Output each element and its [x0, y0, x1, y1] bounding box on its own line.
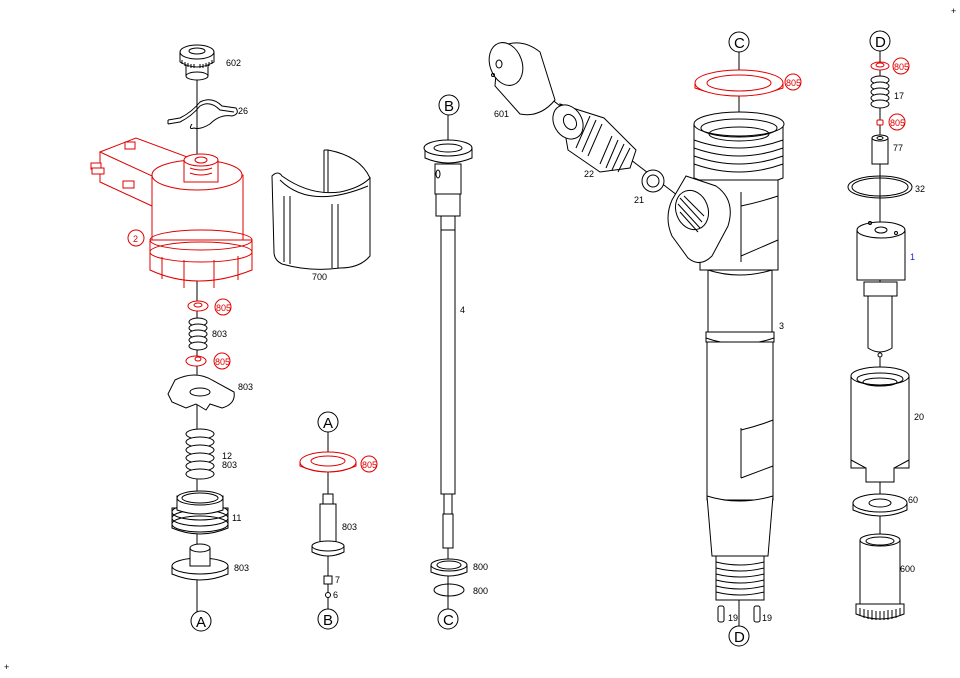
- reference-marker-a-top[interactable]: A: [317, 411, 339, 433]
- svg-text:805: 805: [362, 460, 377, 470]
- label-803[interactable]: 803: [222, 460, 237, 470]
- part-800-ring-lower[interactable]: [433, 583, 465, 597]
- label-700[interactable]: 700: [312, 272, 327, 282]
- label-805-callout[interactable]: 805: [784, 73, 802, 91]
- reference-marker-d-bottom[interactable]: D: [728, 625, 750, 647]
- label-21[interactable]: 21: [634, 195, 644, 205]
- label-800[interactable]: 800: [473, 586, 488, 596]
- part-600-tool[interactable]: [855, 533, 905, 620]
- svg-text:805: 805: [216, 303, 231, 313]
- part-19-pin-right[interactable]: [753, 605, 761, 623]
- label-22[interactable]: 22: [584, 169, 594, 179]
- svg-text:C: C: [443, 612, 454, 629]
- reference-marker-b-top[interactable]: B: [438, 94, 460, 116]
- svg-text:805: 805: [890, 118, 905, 128]
- part-805-seal-lower[interactable]: [185, 355, 207, 367]
- part-4-valve-rod[interactable]: [423, 139, 473, 549]
- corner-mark-top-right: +: [951, 6, 956, 16]
- label-805-callout[interactable]: 805: [360, 455, 378, 473]
- part-20-nozzle-nut[interactable]: [850, 366, 910, 483]
- reference-marker-c-bottom[interactable]: C: [437, 608, 459, 630]
- part-803-armature-guide[interactable]: [171, 543, 229, 581]
- svg-text:2: 2: [133, 234, 138, 244]
- part-805-ring-large[interactable]: [694, 69, 784, 97]
- svg-text:805: 805: [786, 78, 801, 88]
- svg-text:+: +: [951, 6, 956, 16]
- label-805-callout[interactable]: 805: [888, 113, 906, 131]
- part-601-cap[interactable]: [483, 38, 556, 116]
- part-22-inlet-fitting[interactable]: [547, 99, 637, 173]
- part-11-nut[interactable]: [171, 490, 229, 535]
- part-805-ring[interactable]: [299, 451, 357, 473]
- label-805-callout[interactable]: 805: [892, 57, 910, 75]
- svg-text:+: +: [4, 662, 9, 672]
- reference-marker-b-bottom[interactable]: B: [317, 608, 339, 630]
- part-803-armature[interactable]: [167, 374, 235, 411]
- svg-text:C: C: [734, 35, 745, 52]
- svg-text:805: 805: [894, 62, 909, 72]
- part-26-clip[interactable]: [167, 99, 238, 129]
- part-3-injector-body[interactable]: [667, 111, 785, 601]
- label-803[interactable]: 803: [212, 329, 227, 339]
- svg-text:D: D: [734, 629, 745, 646]
- label-601[interactable]: 601: [494, 109, 509, 119]
- reference-marker-c-top[interactable]: C: [728, 31, 750, 53]
- svg-text:B: B: [323, 612, 333, 629]
- part-12-spring[interactable]: [185, 428, 215, 480]
- part-2-solenoid[interactable]: [90, 137, 253, 288]
- label-60[interactable]: 60: [908, 495, 918, 505]
- part-7-ball-seat[interactable]: [323, 575, 333, 585]
- svg-text:D: D: [875, 34, 886, 51]
- label-26[interactable]: 26: [238, 106, 248, 116]
- svg-text:805: 805: [215, 357, 230, 367]
- label-11[interactable]: 11: [232, 513, 241, 523]
- label-12[interactable]: 12: [222, 451, 232, 461]
- label-77[interactable]: 77: [893, 143, 903, 153]
- part-602-knob[interactable]: [179, 44, 215, 81]
- label-6[interactable]: 6: [333, 590, 338, 600]
- svg-text:B: B: [444, 98, 454, 115]
- label-805-callout[interactable]: 805: [213, 352, 231, 370]
- part-805-seal-small[interactable]: [876, 119, 884, 126]
- part-17-spring[interactable]: [870, 75, 890, 109]
- part-803-valve-piece[interactable]: [311, 493, 345, 557]
- label-602[interactable]: 602: [226, 58, 241, 68]
- label-803[interactable]: 803: [342, 522, 357, 532]
- part-19-pin-left[interactable]: [717, 605, 725, 623]
- label-4[interactable]: 4: [460, 305, 465, 315]
- part-60-disc[interactable]: [852, 493, 908, 517]
- svg-text:A: A: [196, 614, 206, 631]
- part-700-sleeve[interactable]: [271, 149, 371, 270]
- corner-mark-bottom-left: +: [4, 662, 9, 672]
- part-800-ring-upper[interactable]: [430, 558, 468, 577]
- label-2-callout[interactable]: 2: [127, 229, 145, 247]
- part-805-seal-upper[interactable]: [187, 300, 209, 312]
- label-803[interactable]: 803: [234, 563, 249, 573]
- label-7[interactable]: 7: [335, 575, 340, 585]
- label-805-callout[interactable]: 805: [214, 298, 232, 316]
- part-77-spacer[interactable]: [871, 134, 889, 165]
- reference-marker-a-bottom[interactable]: A: [190, 610, 212, 632]
- svg-text:A: A: [323, 415, 333, 432]
- label-17[interactable]: 17: [894, 91, 904, 101]
- part-805-washer[interactable]: [870, 61, 890, 71]
- label-19[interactable]: 19: [728, 613, 738, 623]
- label-800[interactable]: 800: [473, 562, 488, 572]
- reference-marker-d-top[interactable]: D: [869, 30, 891, 52]
- label-20[interactable]: 20: [914, 412, 924, 422]
- part-21-seal[interactable]: [641, 169, 665, 193]
- label-803[interactable]: 803: [238, 382, 253, 392]
- label-19[interactable]: 19: [762, 613, 772, 623]
- part-32-o-ring[interactable]: [847, 175, 913, 199]
- label-600[interactable]: 600: [900, 564, 915, 574]
- part-803-spring[interactable]: [188, 317, 208, 351]
- label-3[interactable]: 3: [779, 321, 784, 331]
- label-1-link[interactable]: 1: [910, 252, 915, 262]
- part-6-ball[interactable]: [325, 592, 331, 598]
- label-32[interactable]: 32: [915, 184, 925, 194]
- part-1-nozzle[interactable]: [856, 221, 906, 358]
